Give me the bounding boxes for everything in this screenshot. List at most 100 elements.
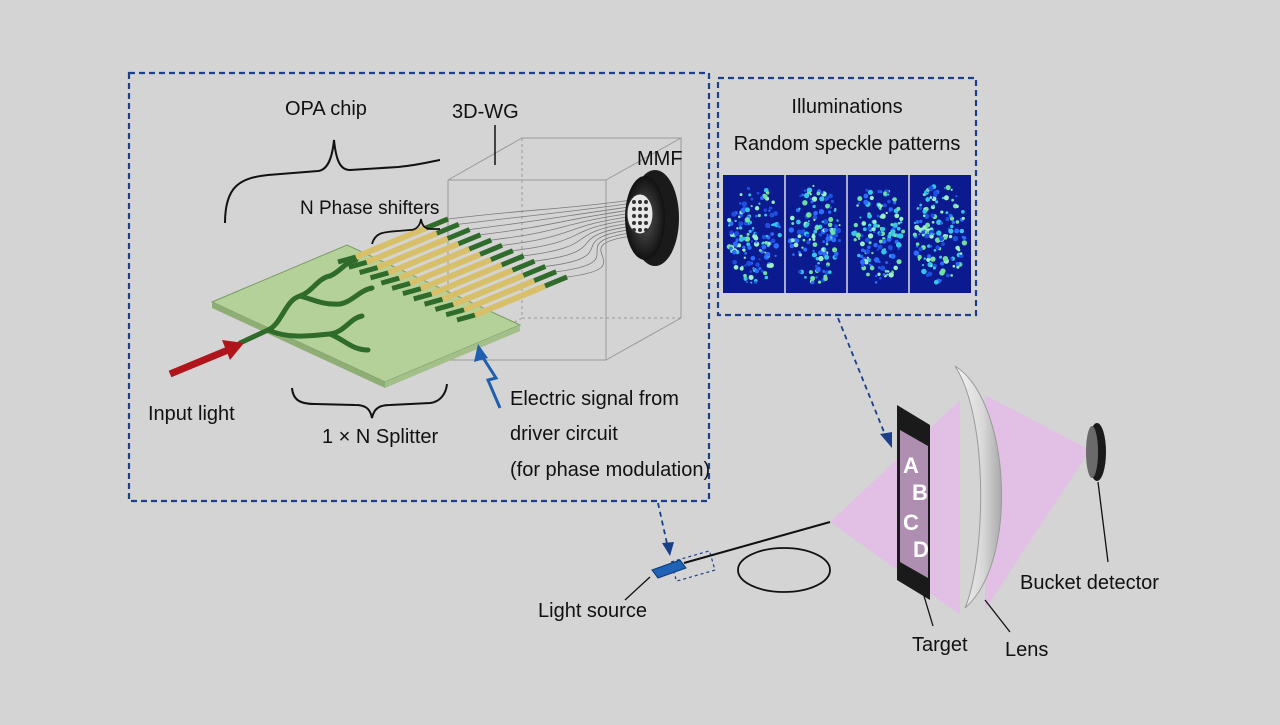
speckle-dot: [927, 254, 931, 259]
waveguide-lead: [402, 286, 422, 297]
speckle-dot: [945, 185, 951, 191]
speckle-dot: [825, 240, 829, 244]
speckle-dot: [941, 196, 945, 200]
speckle-dot: [812, 184, 815, 188]
waveguide-output: [457, 232, 482, 247]
speckle-dot: [821, 191, 824, 194]
speckle-dot: [732, 259, 737, 265]
speckle-dot: [897, 247, 900, 251]
speckle-dot: [813, 229, 818, 234]
speckle-dot: [943, 187, 947, 190]
speckle-dot: [887, 234, 892, 239]
fiber-core: [638, 214, 642, 218]
speckle-dot: [914, 224, 920, 230]
waveguide-lead: [423, 296, 444, 307]
speckle-dot: [816, 191, 821, 196]
waveguide-output: [435, 221, 460, 236]
speckle-dot: [873, 242, 878, 248]
speckle-dot: [952, 235, 959, 242]
speckle-dot: [819, 196, 825, 202]
speckle-dot: [814, 264, 818, 268]
speckle-dot: [857, 237, 861, 240]
fiber-strand: [534, 225, 633, 262]
speckle-dot: [917, 254, 922, 260]
speckle-dot: [744, 264, 747, 267]
speckle-dot: [950, 274, 953, 277]
speckle-dot: [746, 242, 751, 247]
speckle-dot: [867, 233, 874, 239]
speckle-dot: [867, 189, 873, 195]
speckle-dot: [959, 253, 964, 259]
speckle-dot: [744, 236, 751, 242]
speckle-dot: [758, 258, 761, 261]
speckle-dot: [812, 215, 818, 221]
fiber-strand: [480, 209, 633, 236]
speckle-dot: [764, 240, 769, 245]
speckle-dot: [887, 270, 890, 273]
speckle-dot: [789, 215, 795, 221]
speckle-dot: [798, 207, 801, 211]
speckle-dot: [739, 226, 743, 230]
speckle-dot: [955, 194, 958, 198]
speckle-dot: [881, 226, 886, 232]
speckle-dot: [729, 246, 733, 251]
speckle-dot: [867, 226, 872, 231]
speckle-dot: [774, 254, 777, 258]
light-source: [651, 559, 687, 579]
speckle-dot: [727, 217, 732, 223]
speckle-dot: [887, 199, 891, 204]
speckle-dot: [872, 219, 877, 225]
speckle-dot: [738, 237, 744, 242]
speckle-dot: [865, 249, 871, 255]
speckle-dot: [961, 210, 965, 214]
speckle-dot: [739, 193, 743, 196]
speckle-dot: [832, 227, 837, 232]
speckle-dot: [817, 261, 820, 265]
speckle-dot: [881, 249, 887, 255]
speckle-dot: [939, 279, 942, 282]
target-letter-b: B: [912, 480, 928, 505]
speckle-dot: [814, 225, 820, 231]
fiber-strand: [523, 222, 633, 257]
speckle-dot: [929, 245, 932, 248]
speckle-dot: [758, 266, 762, 271]
speckle-dot: [825, 203, 830, 209]
waveguide-lead: [369, 270, 390, 281]
speckle-dot: [885, 211, 888, 215]
waveguide-output: [522, 264, 547, 278]
speckle-dot: [899, 216, 904, 221]
speckle-dot: [939, 261, 945, 266]
speckle-dot: [824, 196, 830, 201]
speckle-dot: [866, 272, 870, 277]
speckle-dot: [884, 269, 888, 273]
speckle-dot: [873, 223, 878, 228]
speckle-dot: [890, 223, 894, 227]
speckle-dot: [809, 197, 812, 201]
target-pointer: [923, 595, 934, 627]
speckle-dot: [753, 267, 756, 270]
mmf-connector: [625, 170, 679, 266]
speckle-dot: [738, 221, 744, 227]
speckle-dot: [837, 239, 842, 243]
label-input-light: Input light: [148, 403, 235, 425]
speckle-dot: [923, 257, 926, 260]
speckle-dot: [813, 218, 816, 222]
speckle-dot: [824, 270, 830, 275]
speckle-dot: [805, 222, 810, 227]
fiber-core: [638, 207, 642, 211]
speckle-dot: [829, 206, 833, 209]
phase-shifter-array: [337, 216, 568, 323]
label-illuminations: Illuminations: [791, 96, 902, 118]
speckle-dot: [806, 240, 811, 245]
speckle-dot: [789, 243, 794, 249]
label-target: Target: [912, 634, 968, 656]
label-light-source: Light source: [538, 600, 647, 622]
speckle-dot: [822, 269, 826, 273]
speckle-dot: [773, 243, 780, 249]
speckle-dot: [935, 245, 940, 250]
speckle-dot: [868, 223, 872, 227]
speckle-dot: [836, 219, 839, 222]
speckle-dot: [761, 234, 767, 240]
waveguide-lead: [337, 254, 357, 265]
speckle-dot: [812, 204, 816, 209]
